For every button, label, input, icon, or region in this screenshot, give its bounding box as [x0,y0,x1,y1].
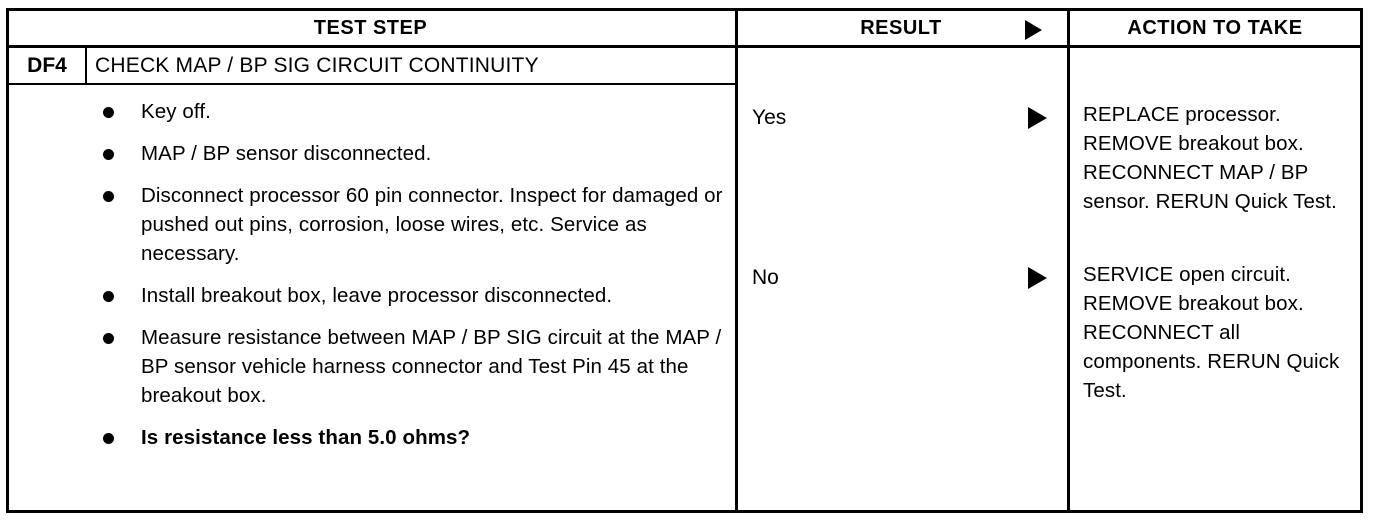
list-item-text: Disconnect processor 60 pin connector. I… [141,184,723,265]
list-item: Install breakout box, leave processor di… [9,281,732,310]
bullet-icon [103,433,114,444]
right-triangle-icon [1025,20,1042,40]
bullet-icon [103,191,114,202]
list-item: Disconnect processor 60 pin connector. I… [9,181,732,268]
table-header-row: TEST STEP RESULT ACTION TO TAKE [9,11,1360,48]
action-text-yes: REPLACE processor. REMOVE breakout box. … [1083,103,1337,213]
right-triangle-icon [1028,267,1047,289]
list-item-text: Measure resistance between MAP / BP SIG … [141,326,722,407]
list-item-text: Is resistance less than 5.0 ohms? [141,426,471,449]
pinpoint-test-table: TEST STEP RESULT ACTION TO TAKE DF4 CHEC… [6,8,1363,513]
list-item: MAP / BP sensor disconnected. [9,139,732,168]
step-id-badge: DF4 [9,48,87,83]
test-step-instruction-list: Key off. MAP / BP sensor disconnected. D… [9,85,732,452]
list-item-text: Key off. [141,100,211,123]
column-header-action-to-take: ACTION TO TAKE [1067,11,1360,45]
result-value-yes: Yes [752,106,787,129]
list-item-question: Is resistance less than 5.0 ohms? [9,423,732,452]
action-text-no: SERVICE open circuit. REMOVE breakout bo… [1083,263,1340,402]
column-divider-result [735,48,738,510]
column-header-result: RESULT [735,11,1064,45]
result-column: Yes No [738,48,1067,513]
bullet-icon [103,333,114,344]
column-header-test-step: TEST STEP [313,16,428,39]
list-item-text: Install breakout box, leave processor di… [141,284,613,307]
column-divider-action [1067,48,1070,510]
list-item-text: MAP / BP sensor disconnected. [141,142,432,165]
test-step-title-row: DF4 CHECK MAP / BP SIG CIRCUIT CONTINUIT… [9,48,735,85]
right-triangle-icon [1028,107,1047,129]
list-item: Key off. [9,97,732,126]
action-column: REPLACE processor. REMOVE breakout box. … [1070,48,1360,513]
bullet-icon [103,149,114,160]
bullet-icon [103,107,114,118]
step-title: CHECK MAP / BP SIG CIRCUIT CONTINUITY [95,53,539,77]
list-item: Measure resistance between MAP / BP SIG … [9,323,732,410]
bullet-icon [103,291,114,302]
result-value-no: No [752,266,779,289]
